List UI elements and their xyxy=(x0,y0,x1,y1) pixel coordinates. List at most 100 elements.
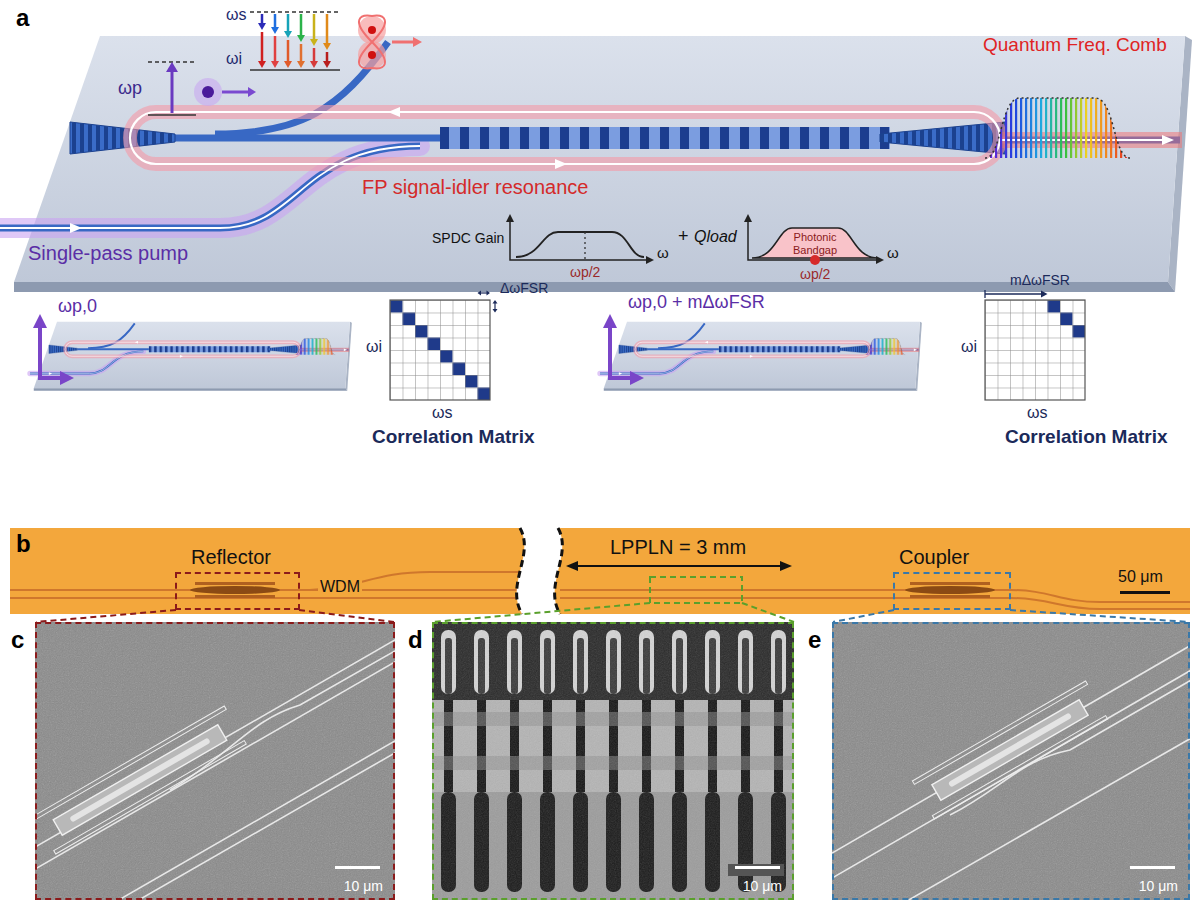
g-shape xyxy=(10,572,1190,609)
pump-label: Single-pass pump xyxy=(28,242,188,265)
rect-shape xyxy=(195,582,275,585)
line-shape xyxy=(584,232,585,260)
sem-inset: c10 μm xyxy=(35,622,395,900)
path-shape xyxy=(359,16,385,69)
sem-inset: e10 μm xyxy=(832,622,1190,900)
line-shape xyxy=(313,14,316,40)
circle-shape xyxy=(368,26,376,34)
circle-shape xyxy=(368,51,376,59)
polygon-shape xyxy=(630,371,644,385)
line-shape xyxy=(900,733,1190,900)
matrix-title: Correlation Matrix xyxy=(372,426,535,448)
pump-input-arrows xyxy=(603,314,644,385)
rect-shape xyxy=(54,741,247,854)
panel-letter: c xyxy=(11,626,24,654)
axis-label: ωs xyxy=(432,404,453,422)
path-shape xyxy=(555,528,563,614)
polygon-shape xyxy=(310,61,318,68)
rect-shape xyxy=(832,622,1190,900)
rect-shape xyxy=(195,595,275,598)
scale-label: 10 μm xyxy=(344,878,383,894)
length-label: LPPLN = 3 mm xyxy=(610,536,746,559)
correlation-matrix xyxy=(985,290,1085,400)
line-shape xyxy=(392,41,414,44)
correlation-matrix xyxy=(390,291,498,401)
line-shape xyxy=(326,52,329,61)
line-shape xyxy=(274,14,277,28)
rect-shape xyxy=(932,700,1088,801)
reflector-box: Reflector xyxy=(175,572,300,610)
rect-shape xyxy=(390,300,490,400)
rect-shape xyxy=(10,528,1190,614)
pump-energy-diagram xyxy=(148,62,256,115)
axis-label: ωs xyxy=(1027,404,1048,422)
polygon-shape xyxy=(284,61,292,68)
line-shape xyxy=(171,70,174,113)
resonance-label: FP signal-idler resonance xyxy=(362,176,588,199)
rect-shape xyxy=(932,716,1107,819)
axis-label: ωi xyxy=(366,338,382,356)
path-shape xyxy=(517,528,563,614)
g-shape xyxy=(35,706,246,854)
line-shape xyxy=(274,36,277,61)
path-shape xyxy=(1010,598,1190,609)
axis-label: ωi xyxy=(961,338,977,356)
comb-title: Quantum Freq. Comb xyxy=(983,34,1167,56)
line-shape xyxy=(832,640,1190,860)
path-shape xyxy=(516,232,644,257)
line-shape xyxy=(300,14,303,36)
sem-image xyxy=(35,622,395,900)
panel-letter: e xyxy=(808,626,821,654)
chip-thumbnail xyxy=(30,322,352,391)
fsr-label: mΔωFSR xyxy=(1010,272,1070,288)
polygon-shape xyxy=(493,300,498,304)
rect-shape xyxy=(1130,866,1175,869)
rect-shape xyxy=(335,866,380,869)
rect-shape xyxy=(35,622,395,900)
plus-sign: + xyxy=(678,226,689,247)
leader-line xyxy=(36,610,394,622)
polygon-shape xyxy=(646,256,654,264)
rect-shape xyxy=(650,577,742,603)
polygon-shape xyxy=(323,61,331,68)
line-shape xyxy=(250,11,340,13)
path-shape xyxy=(752,228,878,258)
g-shape xyxy=(832,640,1190,900)
chip-micrograph xyxy=(10,528,1190,622)
polygon-shape xyxy=(248,87,256,97)
comb-energy-diagram xyxy=(250,12,340,70)
panel-letter: b xyxy=(16,530,31,558)
sem-inset: d10 μm xyxy=(432,622,794,900)
axis-tick: ωp/2 xyxy=(570,264,600,280)
rect-shape xyxy=(910,582,990,585)
polygon-shape xyxy=(780,561,792,571)
circle-shape xyxy=(194,78,222,106)
fsr-label: ΔωFSR xyxy=(500,280,548,296)
sem-image xyxy=(832,622,1190,900)
idler-frequency: ωi xyxy=(226,50,242,68)
rect-shape xyxy=(69,737,211,822)
polygon-shape xyxy=(323,43,331,50)
rect-shape xyxy=(432,622,794,900)
axis-label: ω xyxy=(657,244,669,261)
polygon-shape xyxy=(876,256,884,264)
polygon-shape xyxy=(478,291,482,296)
scale-label: 10 μm xyxy=(1139,878,1178,894)
rect-shape xyxy=(35,622,395,900)
rect-shape xyxy=(1120,591,1170,594)
gain-plot xyxy=(506,214,654,264)
signal-frequency: ωs xyxy=(226,6,247,24)
rect-shape xyxy=(985,300,1085,400)
rect-shape xyxy=(53,725,227,836)
polygon-shape xyxy=(60,371,74,385)
line-shape xyxy=(261,14,264,24)
polygon-shape xyxy=(33,314,47,328)
path-shape xyxy=(748,218,880,260)
line-shape xyxy=(35,659,395,872)
polygon-shape xyxy=(413,37,422,47)
axis-label: SPDC Gain xyxy=(432,230,504,246)
part-name: Reflector xyxy=(191,546,271,569)
circle-shape xyxy=(202,86,214,98)
polygon-shape xyxy=(271,61,279,68)
panel-letter: d xyxy=(408,626,423,654)
